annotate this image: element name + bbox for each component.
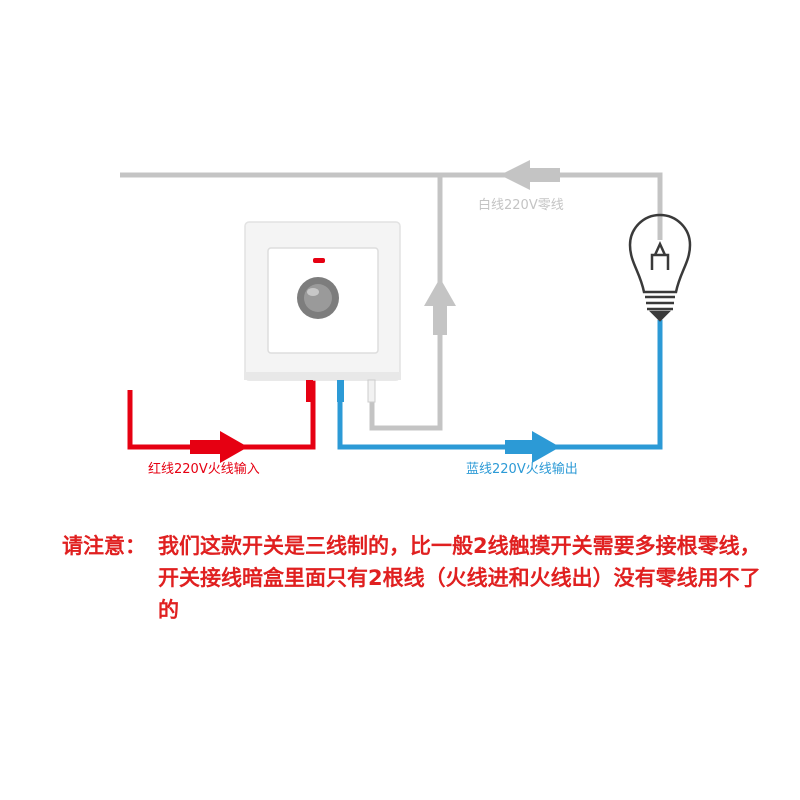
neutral-wire-label: 白线220V零线 xyxy=(478,198,564,213)
note-label: 请注意： xyxy=(62,534,146,558)
live-out-arrow xyxy=(505,431,560,463)
neutral-arrow-up xyxy=(424,278,456,335)
light-bulb-icon xyxy=(628,213,692,322)
note-text: 我们这款开关是三线制的，比一般2线触摸开关需要多接根零线，开关接线暗盒里面只有2… xyxy=(158,534,761,622)
live-out-label: 蓝线220V火线输出 xyxy=(466,462,578,477)
live-in-label: 红线220V火线输入 xyxy=(148,462,260,477)
wiring-note: 请注意： 我们这款开关是三线制的，比一般2线触摸开关需要多接根零线，开关接线暗盒… xyxy=(62,530,762,626)
live-in-arrow xyxy=(190,431,248,463)
touch-switch-icon xyxy=(244,221,401,403)
live-out-wire xyxy=(337,320,663,450)
neutral-arrow-left xyxy=(500,160,560,190)
